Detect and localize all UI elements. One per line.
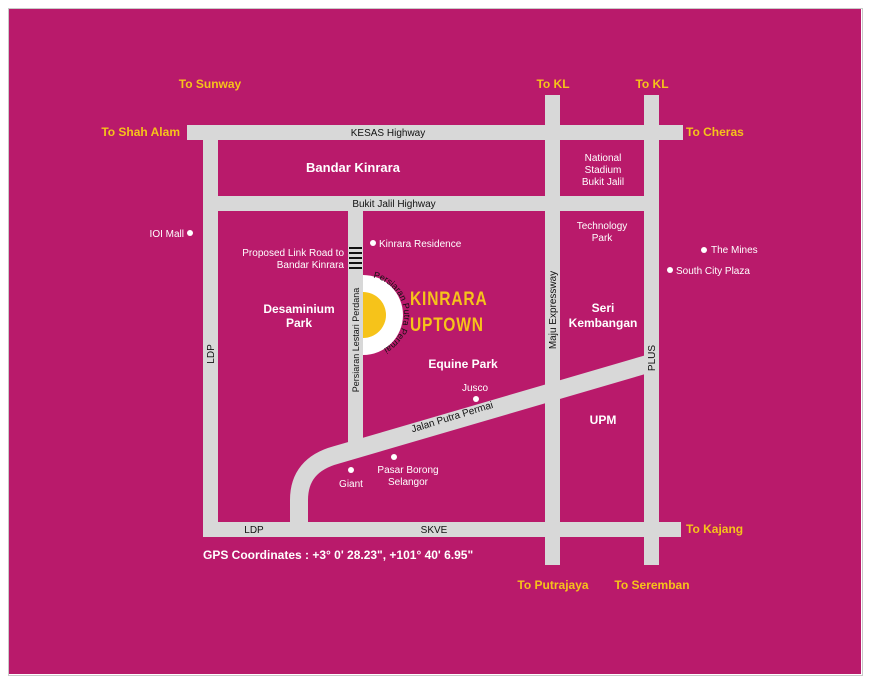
bandar-kinrara-label: Bandar Kinrara [306,160,401,175]
project-name-line2: UPTOWN [410,314,484,336]
south-city-label: South City Plaza [676,266,750,277]
proposed-link-road-marker [349,247,362,269]
technology-park-line2: Park [592,233,614,244]
desaminium-line1: Desaminium [263,302,334,316]
link-road-line2: Bandar Kinrara [277,260,345,271]
to-shah-alam: To Shah Alam [101,125,180,139]
national-stadium-line3: Bukit Jalil [582,177,624,188]
ioi-mall-dot [187,230,193,236]
bukit-jalil-highway-label: Bukit Jalil Highway [352,199,435,210]
ldp-road-vertical [203,140,218,537]
jusco-label: Jusco [462,383,489,394]
poi-labels: IOI Mall Kinrara Residence The Mines Sou… [150,229,758,490]
giant-dot [348,467,354,473]
project-name-line1: KINRARA [410,288,488,310]
the-mines-dot [701,247,707,253]
desaminium-line2: Park [286,316,312,330]
to-seremban: To Seremban [614,578,689,592]
south-city-dot [667,267,673,273]
skve-label: SKVE [421,525,448,536]
gps-coordinates: GPS Coordinates : +3° 0' 28.23", +101° 4… [203,548,473,562]
pasar-borong-line1: Pasar Borong [377,465,438,476]
pasar-borong-dot [391,454,397,460]
to-kajang: To Kajang [686,522,743,536]
seri-kembangan-line2: Kembangan [569,316,638,330]
skve-road [203,522,681,537]
persiaran-lestari-perdana-label: Persiaran Lestari Perdana [351,288,361,393]
upm-label: UPM [590,413,617,427]
ldp-vertical-label: LDP [206,344,217,364]
pasar-borong-line2: Selangor [388,477,429,488]
technology-park-line1: Technology [577,221,628,232]
map-frame [8,8,863,676]
kesas-highway [187,125,683,140]
kesas-highway-label: KESAS Highway [351,128,425,139]
national-stadium-line2: Stadium [585,165,622,176]
to-kl-left: To KL [536,77,569,91]
kinrara-residence-label: Kinrara Residence [379,239,462,250]
destination-labels: To Sunway To KL To KL To Shah Alam To Ch… [101,77,744,592]
project-title: KINRARA UPTOWN [410,288,488,336]
seri-kembangan-line1: Seri [592,301,615,315]
area-labels: Bandar Kinrara National Stadium Bukit Ja… [242,153,637,427]
kinrara-residence-dot [370,240,376,246]
poi-markers [187,230,707,473]
the-mines-label: The Mines [711,245,758,256]
plus-highway [644,95,659,565]
to-putrajaya: To Putrajaya [517,578,588,592]
persiaran-lestari-perdana [348,211,363,448]
to-sunway: To Sunway [179,77,242,91]
jalan-putra-permai-road [290,354,654,522]
equine-park-label: Equine Park [428,357,498,371]
plus-label: PLUS [647,345,658,371]
maju-expressway-label: Maju Expressway [548,271,559,349]
link-road-line1: Proposed Link Road to [242,248,344,259]
maju-expressway [545,95,560,565]
national-stadium-line1: National [585,153,622,164]
ldp-bottom-label: LDP [244,525,264,536]
giant-label: Giant [339,479,363,490]
to-cheras: To Cheras [686,125,744,139]
kinrara-uptown-site-marker [363,292,386,338]
jusco-dot [473,396,479,402]
road-network [187,95,683,565]
map-background [9,9,861,674]
to-kl-right: To KL [635,77,668,91]
ioi-mall-label: IOI Mall [150,229,184,240]
